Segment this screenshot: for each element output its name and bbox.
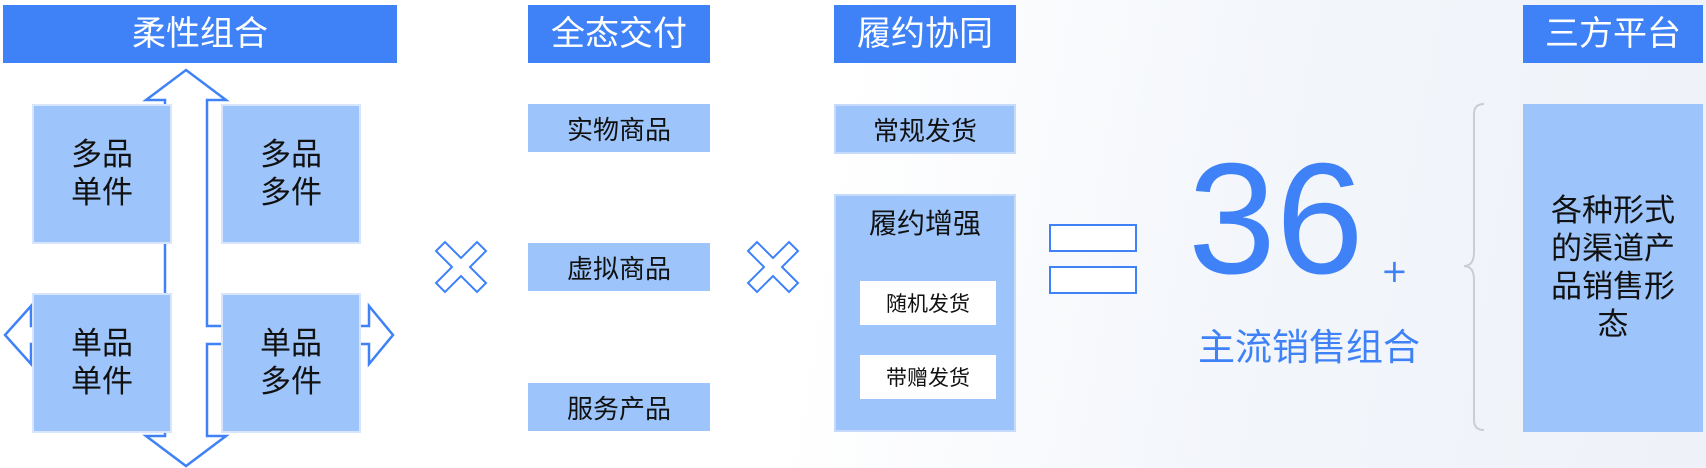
multiply-icon (434, 240, 488, 294)
equals-icon-top-bar (1049, 224, 1137, 252)
quadrant-label-line: 多品 (260, 137, 322, 173)
quadrant-label-line: 多件 (260, 364, 322, 400)
plus-sign: + (1381, 252, 1408, 290)
fulfillment-enhanced-panel: 履约增强 随机发货 带赠发货 (834, 194, 1016, 432)
left-brace-icon (1463, 103, 1485, 431)
quadrant-single-product-multi-piece: 单品 多件 (221, 293, 361, 433)
fulfillment-enhanced-title: 履约增强 (868, 207, 981, 240)
quadrant-label-line: 多件 (260, 175, 322, 211)
mainstream-combination-label: 主流销售组合 (1198, 326, 1420, 369)
fulfillment-regular-shipping: 常规发货 (834, 104, 1016, 154)
header-fulfillment-collaboration: 履约协同 (834, 5, 1016, 63)
fulfillment-gift-shipping: 带赠发货 (860, 355, 996, 399)
platform-channel-forms-text: 各种形式的渠道产品销售形态 (1551, 193, 1675, 343)
combination-count: 36 (1188, 131, 1364, 307)
quadrant-label-line: 单件 (71, 364, 133, 400)
delivery-service-products: 服务产品 (528, 383, 710, 431)
multiply-icon (746, 240, 800, 294)
quadrant-label-line: 单品 (71, 326, 133, 362)
header-third-party-platform: 三方平台 (1523, 5, 1703, 63)
quadrant-label-line: 多品 (71, 137, 133, 173)
platform-channel-forms: 各种形式的渠道产品销售形态 (1523, 104, 1703, 432)
quadrant-multi-product-single-piece: 多品 单件 (32, 104, 172, 244)
quadrant-single-product-single-piece: 单品 单件 (32, 293, 172, 433)
equals-icon-bottom-bar (1049, 266, 1137, 294)
header-flexible-combination: 柔性组合 (3, 5, 397, 63)
delivery-physical-goods: 实物商品 (528, 104, 710, 152)
header-full-state-delivery: 全态交付 (528, 5, 710, 63)
four-way-arrow-icon (3, 68, 395, 468)
quadrant-label-line: 单品 (260, 326, 322, 362)
quadrant-multi-product-multi-piece: 多品 多件 (221, 104, 361, 244)
quadrant-label-line: 单件 (71, 175, 133, 211)
fulfillment-random-shipping: 随机发货 (860, 281, 996, 325)
delivery-virtual-goods: 虚拟商品 (528, 243, 710, 291)
